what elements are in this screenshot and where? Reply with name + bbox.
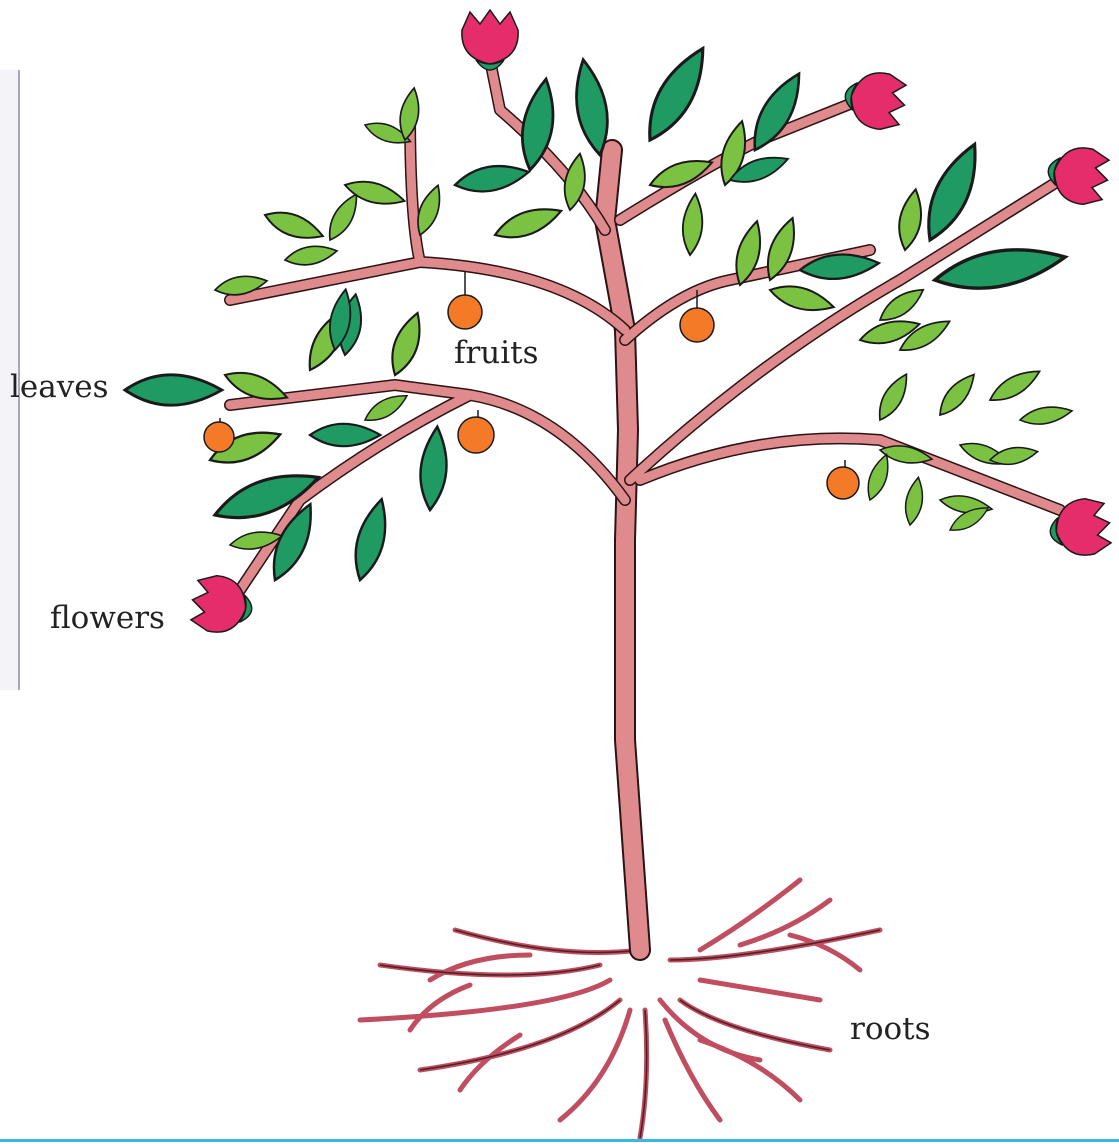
leaf <box>986 364 1044 408</box>
leaf <box>348 496 394 583</box>
leaf <box>491 200 565 245</box>
leaves-label: leaves <box>10 372 109 403</box>
leaf <box>767 280 836 317</box>
flower <box>1044 142 1113 208</box>
leaf <box>902 476 926 526</box>
leaf <box>261 205 326 246</box>
leaf <box>872 370 914 425</box>
leaf <box>283 242 338 269</box>
leaf <box>125 375 222 405</box>
fruit <box>458 417 494 453</box>
roots <box>360 880 880 1138</box>
leaf <box>322 190 364 245</box>
flower <box>462 10 518 70</box>
fruits-label: fruits <box>454 338 539 369</box>
leaf <box>636 41 717 148</box>
bottom-rule <box>0 1139 1119 1142</box>
fruit <box>680 308 714 342</box>
leaf <box>417 426 450 512</box>
leaf <box>453 160 531 197</box>
fruit <box>448 295 482 329</box>
leaf <box>933 369 980 421</box>
leaf <box>895 188 926 252</box>
leaf <box>384 309 428 379</box>
leaf <box>1019 403 1074 428</box>
leaf <box>310 424 380 446</box>
roots-label: roots <box>850 1014 931 1045</box>
fruit <box>204 422 234 452</box>
leaf <box>862 452 894 503</box>
flowers-label: flowers <box>50 603 165 634</box>
leaf <box>680 193 704 256</box>
leaf <box>361 389 411 427</box>
flower <box>841 67 910 133</box>
fruit <box>827 467 859 499</box>
fruits-group <box>204 272 859 499</box>
